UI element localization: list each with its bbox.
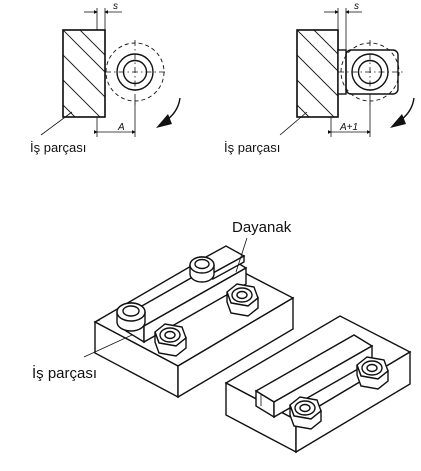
dimension-s-left: s [84, 1, 122, 30]
label-workpiece-bottom: İş parçası [32, 364, 97, 382]
dim-a-label-left: A [117, 122, 125, 133]
dim-a-label-right: A+1 [339, 122, 358, 133]
eccentric-clamp-iso-5 [289, 396, 322, 430]
dim-s-label-left: s [113, 1, 118, 12]
leader-stop [235, 237, 248, 273]
label-stop: Dayanak [232, 219, 292, 236]
rotation-arrow-left-icon [156, 97, 181, 128]
detail-left: s A İş parçası [30, 1, 181, 155]
detail-right: s A+1 İş parçası [224, 1, 415, 155]
fixture-assembly-right [224, 315, 412, 454]
dim-s-label-right: s [354, 1, 359, 12]
rotation-arrow-right-icon [390, 97, 415, 128]
workpiece-block-right [296, 29, 339, 118]
leader-workpiece-right [279, 111, 308, 136]
leader-workpiece-left [40, 111, 73, 136]
eccentric-clamp-iso-1 [116, 302, 146, 332]
eccentric-clamp-left [105, 40, 168, 106]
eccentric-clamp-iso-4 [226, 283, 259, 317]
fixture-assembly-left: Dayanak İş parçası [32, 219, 295, 399]
dimension-a-right: A+1 [327, 100, 371, 137]
label-workpiece-left: İş parçası [30, 140, 86, 155]
leader-workpiece-bottom [83, 334, 133, 358]
dimension-a-left: A [93, 100, 136, 137]
workpiece-block-left [62, 29, 106, 118]
eccentric-clamp-iso-3 [154, 323, 187, 357]
label-workpiece-right: İş parçası [224, 140, 280, 155]
eccentric-clamp-iso-2 [189, 256, 215, 283]
dimension-s-right: s [324, 1, 362, 50]
eccentric-clamp-iso-6 [356, 356, 389, 390]
